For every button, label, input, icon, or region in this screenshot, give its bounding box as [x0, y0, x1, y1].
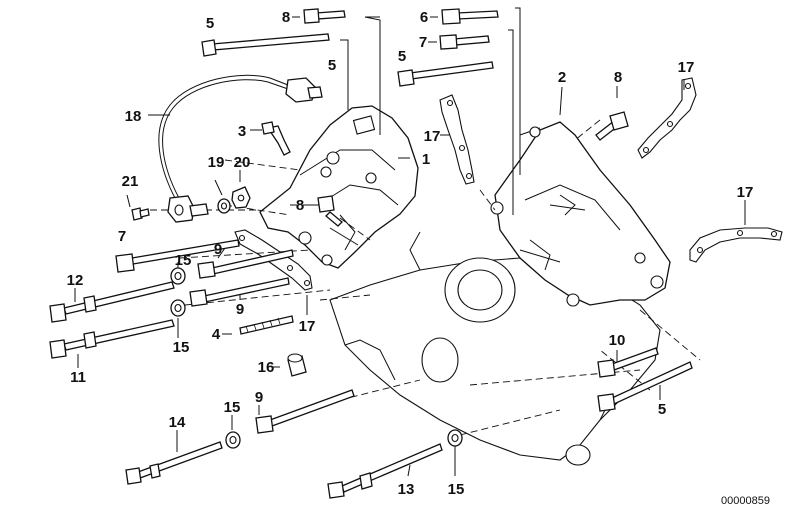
callout-14: 14 — [169, 414, 186, 431]
bracket-20 — [231, 186, 251, 209]
engine-block — [329, 219, 661, 466]
block-boss — [565, 444, 591, 466]
callout-3: 3 — [238, 123, 246, 140]
sensor-3 — [261, 121, 291, 156]
callout-labels: 5 8 5 6 7 5 2 8 17 18 3 1 17 19 20 21 8 … — [67, 9, 754, 498]
leader-lines — [74, 7, 746, 477]
callout-18: 18 — [125, 108, 142, 125]
bolt-5-right — [597, 361, 693, 412]
callout-6: 6 — [420, 9, 428, 26]
gasket-right — [689, 227, 783, 263]
callout-2: 2 — [558, 69, 566, 86]
callout-9: 9 — [236, 301, 244, 318]
callout-7: 7 — [419, 34, 427, 51]
callout-17: 17 — [424, 128, 441, 145]
callout-11: 11 — [70, 369, 86, 386]
callout-8: 8 — [296, 197, 304, 214]
lower-timing-case-cover — [259, 105, 419, 269]
callout-15: 15 — [175, 252, 192, 269]
bolt-8-center — [317, 195, 343, 227]
bolt-7-top — [439, 34, 490, 50]
bolt-9-upper — [197, 249, 294, 279]
bolt-9-lower — [255, 389, 355, 434]
callout-12: 12 — [67, 272, 84, 289]
bolt-7-left — [115, 239, 240, 273]
bolt-5-top-center — [397, 61, 494, 87]
washer-15-c — [225, 431, 241, 449]
bolt-11 — [49, 319, 175, 359]
washer-15-a — [170, 267, 186, 285]
callout-8: 8 — [614, 69, 622, 86]
callout-1: 1 — [422, 151, 430, 168]
callout-4: 4 — [212, 326, 221, 343]
bolt-13 — [327, 443, 443, 499]
block-bore-hole — [421, 337, 459, 383]
callout-13: 13 — [398, 481, 415, 498]
washer-15-d — [447, 429, 463, 447]
bolt-9-middle — [189, 277, 290, 307]
callout-5: 5 — [658, 401, 666, 418]
stud-4 — [239, 315, 294, 335]
callout-21: 21 — [122, 173, 139, 190]
bolt-14 — [125, 441, 223, 485]
bolt-12 — [49, 281, 175, 323]
pulse-sensor-18 — [158, 74, 323, 223]
callout-17: 17 — [678, 59, 695, 76]
callout-5: 5 — [398, 48, 406, 65]
callout-15: 15 — [173, 339, 190, 356]
callout-10: 10 — [609, 332, 626, 349]
callout-17: 17 — [299, 318, 316, 335]
gasket-upper-left — [439, 94, 475, 185]
bolt-10 — [597, 347, 659, 378]
callout-5: 5 — [206, 15, 214, 32]
diagram-reference-number: 00000859 — [721, 495, 770, 507]
callout-9: 9 — [214, 241, 222, 258]
bolt-5-top-left — [201, 33, 330, 57]
screw-21 — [131, 207, 150, 221]
bolt-6-top — [441, 8, 499, 25]
callout-20: 20 — [234, 154, 251, 171]
bolt-8-top — [303, 8, 346, 24]
callout-8: 8 — [282, 9, 290, 26]
seal-ring-19 — [217, 198, 231, 214]
callout-19: 19 — [208, 154, 225, 171]
callout-15: 15 — [224, 399, 241, 416]
gasket-upper-right — [637, 77, 697, 159]
callout-5: 5 — [328, 57, 336, 74]
sleeve-16 — [287, 353, 307, 377]
upper-timing-case-cover — [490, 121, 671, 307]
washer-15-b — [170, 299, 186, 317]
callout-7: 7 — [118, 228, 126, 245]
callout-17: 17 — [737, 184, 754, 201]
bolt-8-right — [595, 111, 629, 141]
callout-9: 9 — [255, 389, 263, 406]
callout-16: 16 — [258, 359, 275, 376]
callout-15: 15 — [448, 481, 465, 498]
